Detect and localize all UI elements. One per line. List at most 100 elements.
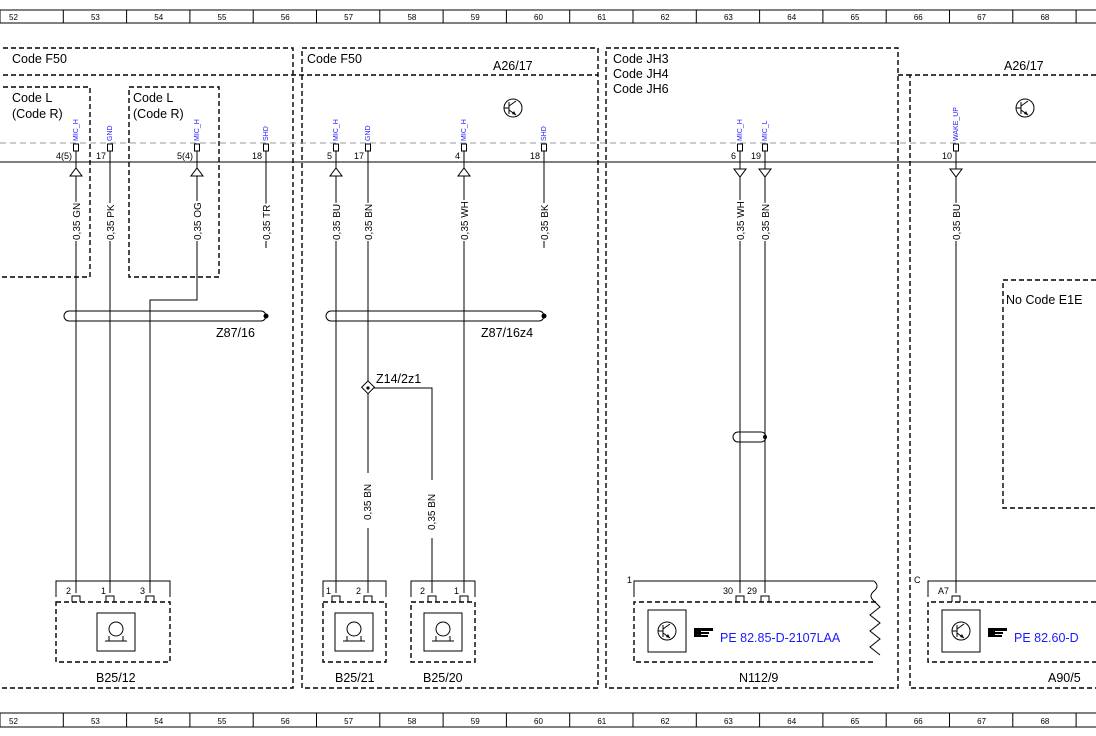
left-f50-code: Code F50 [12, 52, 67, 66]
reference-link-a90-5[interactable]: PE 82.60-D [988, 628, 1079, 645]
reference-text[interactable]: PE 82.60-D [1014, 631, 1079, 645]
twisted-pair-marker [732, 431, 767, 443]
component-n112-9: 1 30 29 PE 82.85-D-2107LAA N112/9 [627, 575, 881, 685]
component-label: A90/5 [1048, 671, 1081, 685]
reference-link-n112-9[interactable]: PE 82.85-D-2107LAA [694, 628, 841, 645]
sub-box-2-line1: Code L [133, 91, 173, 105]
ruler-column-label: 60 [534, 717, 543, 726]
ruler-top-labels: 525354555657585960616263646566676869 [9, 13, 1050, 22]
wire-label: 0,35 WH [460, 201, 471, 240]
ruler-column-label: 58 [407, 13, 416, 22]
sub-box-2-frame [128, 86, 220, 278]
pin-number: 4(5) [56, 151, 72, 161]
section-mid-f50-frame [301, 47, 599, 689]
wire-label: 0,35 BN [761, 204, 772, 240]
pin-number: 17 [96, 151, 106, 161]
ruler-column-label: 54 [154, 717, 163, 726]
ruler-ticks [0, 10, 1077, 727]
no-code-box-frame [1002, 279, 1096, 509]
far-right-module-label: A26/17 [1004, 59, 1044, 73]
reference-text[interactable]: PE 82.85-D-2107LAA [720, 631, 841, 645]
signal-name: MIC_H [737, 119, 744, 141]
signal-name: WAKE_UP [953, 107, 960, 141]
wire-label: 0,35 BU [952, 204, 963, 240]
transistor-icon [503, 98, 523, 118]
ruler-column-label: 55 [218, 717, 227, 726]
wire-og-route [149, 248, 198, 593]
pin-number: 5(4) [177, 151, 193, 161]
ruler-column-label: 58 [407, 717, 416, 726]
splice-z14-2z1: Z14/2z1 [360, 372, 433, 480]
wire-label: 0,35 WH [736, 201, 747, 240]
sub-box-1-line1: Code L [12, 91, 52, 105]
corner-label: C [914, 575, 921, 585]
pin-number: 6 [731, 151, 736, 161]
ruler-column-label: 52 [9, 717, 18, 726]
component-b25-21: 1 2 B25/21 [322, 580, 387, 685]
pin-number: A7 [938, 586, 949, 596]
sub-box-1-line2: (Code R) [12, 107, 63, 121]
ruler-column-label: 67 [977, 13, 986, 22]
pin-number: 29 [747, 586, 757, 596]
pin-number: 2 [356, 586, 361, 596]
sub-box-2-line2: (Code R) [133, 107, 184, 121]
section-far-right-frame [909, 74, 1096, 689]
signal-name: MIC_H [194, 119, 201, 141]
signal-name: SHD [263, 126, 270, 141]
pin-number: 18 [530, 151, 540, 161]
pin-number: 1 [101, 586, 106, 596]
signal-name: MIC_H [461, 119, 468, 141]
pin-number: 2 [66, 586, 71, 596]
connector-pin: MIC_H 5(4) 0,35 OG [177, 119, 204, 248]
ruler-column-label: 53 [91, 13, 100, 22]
ruler-column-label: 63 [724, 13, 733, 22]
connector-pin: MIC_H50,35 BU [327, 119, 343, 248]
ruler-column-label: 64 [787, 717, 796, 726]
wire-label: 0,35 OG [193, 202, 204, 240]
pin-number: 3 [140, 586, 145, 596]
jh-code-2: Code JH4 [613, 67, 669, 81]
ruler-bottom-labels: 525354555657585960616263646566676869 [9, 717, 1050, 726]
shield-tube-z87-16: Z87/16 [63, 310, 269, 340]
signal-name: MIC_L [762, 120, 769, 141]
ruler-column-label: 53 [91, 717, 100, 726]
pin-number: 18 [252, 151, 262, 161]
component-label: B25/12 [96, 671, 136, 685]
shield-label: Z87/16z4 [481, 326, 533, 340]
ruler-column-label: 66 [914, 13, 923, 22]
signal-name: SHD [541, 126, 548, 141]
ruler-column-label: 68 [1040, 13, 1049, 22]
section-left-f50-frame [0, 47, 294, 689]
pin-number: 10 [942, 151, 952, 161]
component-label: B25/21 [335, 671, 375, 685]
hand-pointer-icon [988, 628, 1007, 637]
connector-pin: WAKE_UP 10 0,35 BU [942, 107, 963, 248]
ruler-column-label: 65 [851, 13, 860, 22]
signal-name: MIC_H [333, 119, 340, 141]
jh-code-1: Code JH3 [613, 52, 669, 66]
ruler-column-label: 57 [344, 717, 353, 726]
connector-pin: MIC_H 4 0,35 WH [455, 119, 471, 248]
signal-name: GND [107, 125, 114, 141]
bottom-ruler [0, 712, 1096, 728]
shield-tube-z87-16z4: Z87/16z4 [325, 310, 547, 340]
ruler-column-label: 54 [154, 13, 163, 22]
pin-number: 30 [723, 586, 733, 596]
ruler-column-label: 63 [724, 717, 733, 726]
splice-wire-right: 0,35 BN [427, 494, 438, 530]
pin-number: 4 [455, 151, 460, 161]
hand-pointer-icon [694, 628, 713, 637]
splice-label: Z14/2z1 [376, 372, 421, 386]
mid-f50-code: Code F50 [307, 52, 362, 66]
component-b25-20: 2 1 B25/20 [410, 580, 476, 685]
ruler-column-label: 62 [661, 717, 670, 726]
signal-name: GND [365, 125, 372, 141]
ruler-column-label: 59 [471, 717, 480, 726]
signal-name: MIC_H [73, 119, 80, 141]
